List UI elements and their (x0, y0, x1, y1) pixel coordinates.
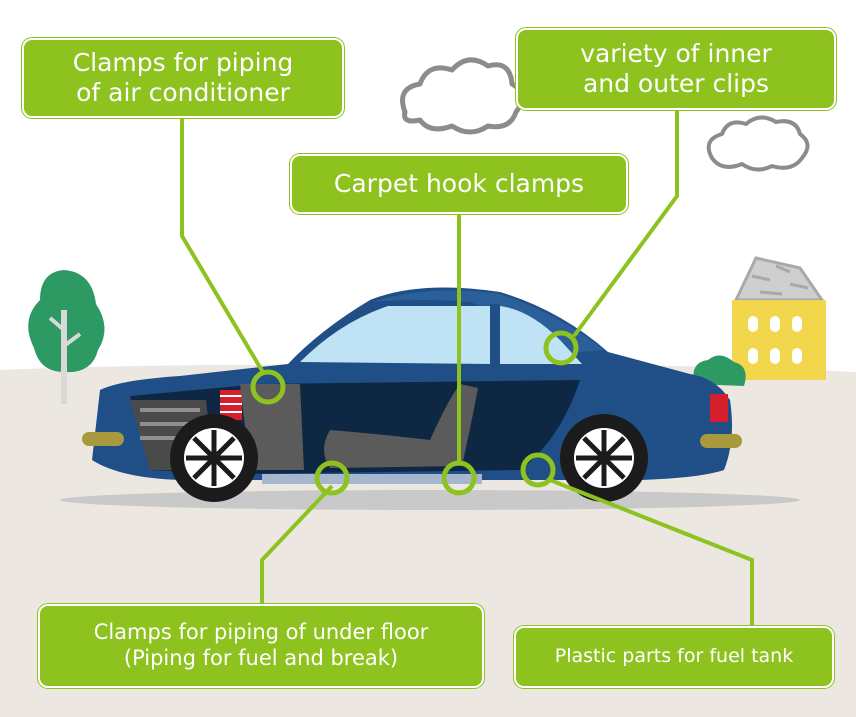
cloud-icon (706, 115, 810, 172)
tail-light (710, 394, 728, 422)
label-air-conditioner-line2: of air conditioner (76, 78, 290, 107)
front-window (300, 306, 492, 364)
label-fuel-tank: Plastic parts for fuel tank (514, 626, 834, 688)
leader-clips (572, 110, 679, 338)
marker-clips (543, 330, 579, 366)
house-icon (732, 256, 826, 380)
marker-under-floor (314, 460, 350, 496)
label-carpet: Carpet hook clamps (290, 154, 628, 214)
bush (693, 355, 746, 386)
label-clips: variety of inner and outer clips (516, 28, 836, 110)
wheel-icon (560, 414, 648, 502)
leader-air-conditioner (180, 118, 266, 376)
label-under-floor-line2: (Piping for fuel and break) (123, 646, 399, 670)
tree-icon (28, 270, 105, 404)
marker-carpet (441, 460, 477, 496)
label-carpet-line1: Carpet hook clamps (333, 168, 585, 198)
label-air-conditioner-line1: Clamps for piping (72, 47, 294, 77)
marker-air-conditioner (250, 369, 286, 405)
label-clips-line2: and outer clips (582, 69, 770, 98)
label-clips-line1: variety of inner (580, 38, 772, 68)
leader-under-floor (260, 484, 334, 604)
label-air-conditioner: Clamps for piping of air conditioner (22, 38, 344, 118)
label-under-floor-line1: Clamps for piping of under floor (93, 620, 429, 645)
seat (324, 384, 478, 468)
marker-fuel-tank (520, 452, 556, 488)
rear-window (500, 306, 582, 364)
floor-rail (262, 474, 482, 484)
label-under-floor: Clamps for piping of under floor (Piping… (38, 604, 484, 688)
rear-bumper-light (700, 434, 742, 448)
cloud-icon (400, 57, 525, 135)
leader-fuel-tank (549, 478, 754, 626)
car-shadow (60, 490, 800, 510)
wheel-icon (170, 414, 258, 502)
front-bumper-light (82, 432, 124, 446)
label-fuel-tank-line1: Plastic parts for fuel tank (554, 645, 794, 668)
leader-lines (180, 110, 754, 626)
